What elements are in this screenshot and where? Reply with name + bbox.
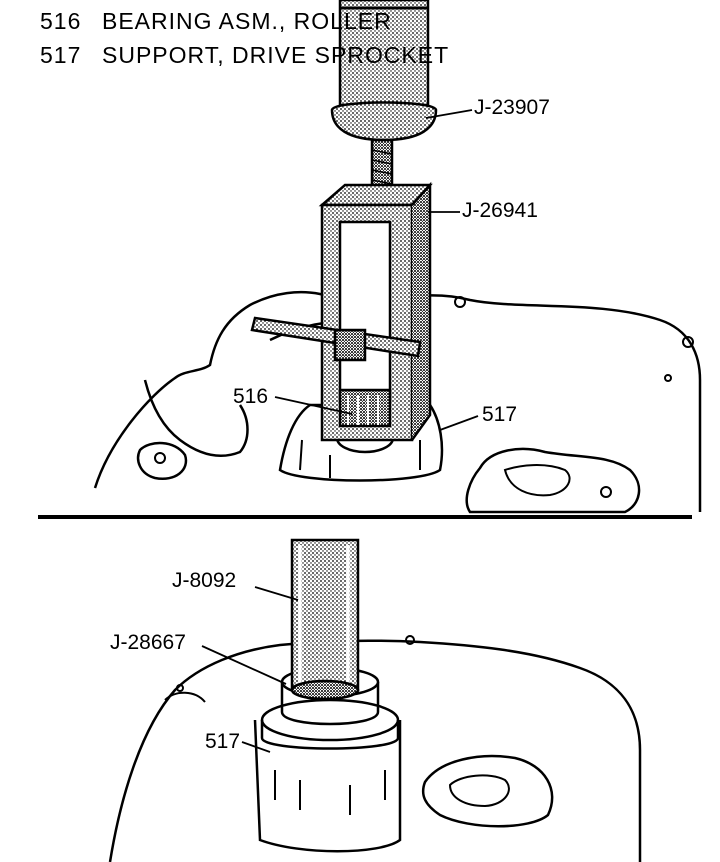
leader-516 bbox=[274, 396, 353, 415]
bottom-view bbox=[108, 538, 642, 862]
legend-num-516: 516 bbox=[40, 8, 82, 34]
case-outline-bottom bbox=[108, 639, 642, 862]
support-517-boss bbox=[278, 403, 444, 482]
slide-hammer-nose bbox=[330, 101, 438, 142]
legend-num-517: 517 bbox=[40, 42, 82, 68]
legend-row-517: 517 SUPPORT, DRIVE SPROCKET bbox=[40, 42, 449, 69]
leader-j8092 bbox=[254, 586, 299, 601]
case-boss-left bbox=[136, 441, 188, 481]
legend-text-517: SUPPORT, DRIVE SPROCKET bbox=[102, 42, 450, 68]
top-view bbox=[93, 0, 702, 514]
label-j26941: J-26941 bbox=[462, 199, 538, 222]
right-pocket bbox=[465, 447, 641, 514]
leader-517-bottom bbox=[241, 741, 271, 753]
label-j8092: J-8092 bbox=[172, 569, 237, 592]
right-pocket-bottom bbox=[421, 754, 554, 828]
case-flange-left bbox=[143, 379, 249, 458]
installer-body bbox=[280, 682, 380, 726]
label-517-bottom: 517 bbox=[205, 730, 241, 753]
leader-j28667 bbox=[201, 645, 287, 685]
label-517-top: 517 bbox=[482, 403, 518, 426]
legend-text-516: BEARING ASM., ROLLER bbox=[102, 8, 392, 34]
support-517-bottom bbox=[253, 719, 402, 853]
label-j23907: J-23907 bbox=[474, 96, 550, 119]
label-516: 516 bbox=[233, 385, 269, 408]
slide-hammer-body bbox=[338, 0, 430, 107]
leader-517-top bbox=[439, 415, 479, 431]
legend-row-516: 516 BEARING ASM., ROLLER bbox=[40, 8, 392, 35]
label-j28667: J-28667 bbox=[110, 631, 186, 654]
leader-j23907 bbox=[425, 109, 473, 119]
